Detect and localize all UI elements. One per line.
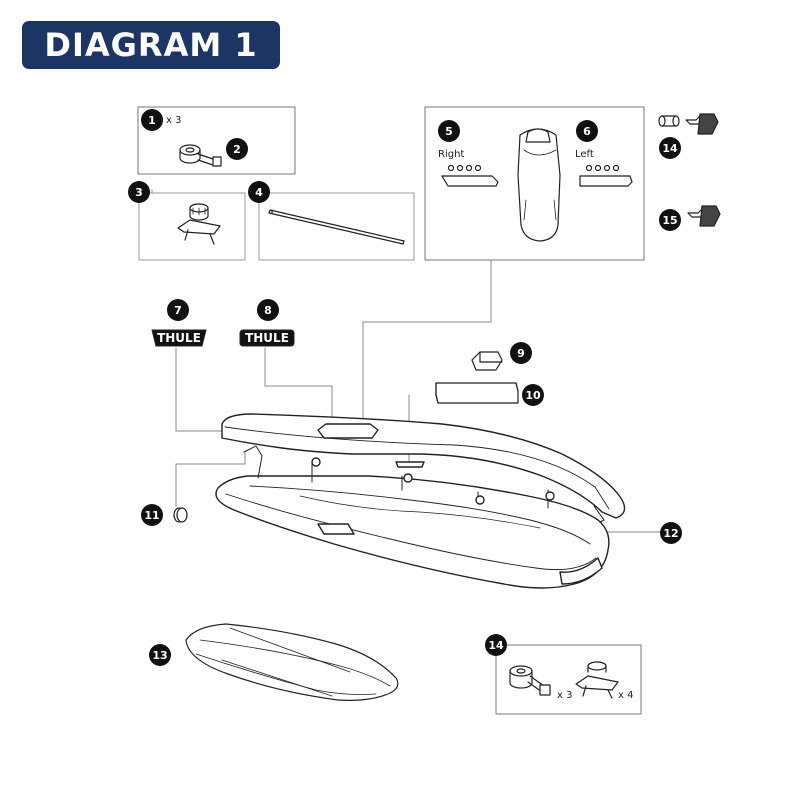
roof-box-assembly (215, 413, 626, 589)
callout-2-number: 2 (233, 143, 241, 156)
callout-2 (226, 138, 248, 160)
key-icon (685, 113, 719, 135)
callout-10-number: 10 (525, 389, 541, 402)
callout-6 (576, 120, 598, 142)
callout-13-number: 13 (152, 649, 167, 662)
box-part-3 (138, 192, 246, 261)
box-part-1-2 (137, 106, 296, 175)
quantity-note-part-1: x 3 (166, 115, 181, 126)
callout-6-number: 6 (583, 125, 591, 138)
kit-knob-icon (575, 661, 619, 699)
callout-3 (128, 181, 150, 203)
callout-4 (248, 181, 270, 203)
diagram-title-badge: DIAGRAM 1 (22, 21, 280, 69)
callout-8-number: 8 (264, 304, 272, 317)
callout-1 (141, 109, 163, 131)
end-cap-icon (173, 507, 188, 523)
callout-4-number: 4 (255, 186, 263, 199)
logo-7-badge (151, 329, 207, 347)
bracket-right-icon (441, 164, 499, 187)
callout-11-number: 11 (144, 509, 159, 522)
callout-5-number: 5 (445, 125, 453, 138)
logo-7-text: THULE (157, 331, 201, 345)
kit-knobs-quantity: x 4 (618, 690, 633, 701)
callout-9 (510, 342, 532, 364)
callout-13 (149, 644, 171, 666)
bracket-right-label: Right (438, 149, 464, 160)
logo-8-badge (239, 329, 295, 347)
callout-7 (167, 299, 189, 321)
callout-7-number: 7 (174, 304, 182, 317)
callout-15 (659, 209, 681, 231)
callout-14-kit-number: 14 (488, 639, 504, 652)
foam-block-icon (435, 382, 519, 404)
logo-8-text: THULE (245, 331, 289, 345)
kit-strap-roll-icon (509, 665, 551, 696)
callout-14-kit (485, 634, 507, 656)
kit-straps-quantity: x 3 (557, 690, 572, 701)
callout-12 (660, 522, 682, 544)
callout-14-keys-number: 14 (662, 142, 678, 155)
box-top-view-icon (517, 128, 561, 242)
rod-icon (268, 209, 405, 245)
lid-liner-panel-icon (185, 623, 399, 701)
callout-3-number: 3 (135, 186, 143, 199)
mounting-knob-icon (177, 203, 221, 245)
lock-cylinder-icon (658, 115, 680, 127)
callout-9-number: 9 (517, 347, 525, 360)
callout-5 (438, 120, 460, 142)
callout-10 (522, 384, 544, 406)
box-part-4 (258, 192, 415, 261)
callout-11 (141, 504, 163, 526)
callout-14-keys (659, 137, 681, 159)
box-part-14-kit (495, 644, 642, 715)
bracket-left-label: Left (575, 149, 594, 160)
handle-clip-icon (471, 351, 503, 371)
callout-12-number: 12 (663, 527, 678, 540)
leader-lines (151, 142, 661, 533)
box-part-5-6 (424, 106, 645, 261)
callout-15-number: 15 (662, 214, 677, 227)
spare-key-icon (687, 205, 721, 227)
callout-1-number: 1 (148, 114, 156, 127)
callout-8 (257, 299, 279, 321)
bracket-left-icon (579, 164, 633, 187)
strap-roll-icon (179, 144, 222, 167)
